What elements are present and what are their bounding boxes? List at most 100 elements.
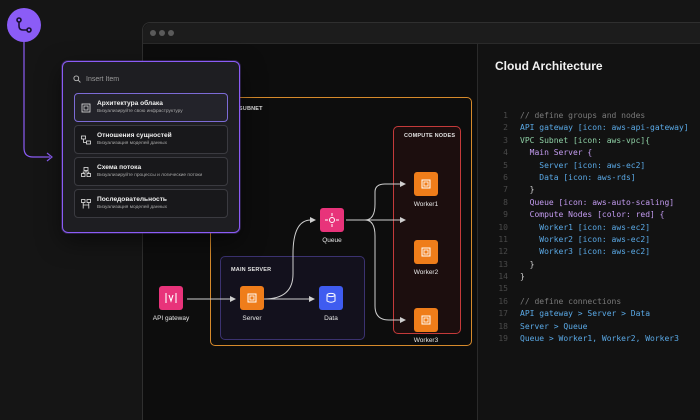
- code-token: Worker2 [icon: aws-ec2]: [520, 234, 651, 244]
- code-line[interactable]: 2 API gateway [icon: aws-api-gateway]: [488, 122, 689, 134]
- menu-item-subtitle: Визуализация моделей данных: [97, 141, 167, 146]
- line-number: 5: [503, 160, 508, 170]
- worker2-label: Worker2: [413, 269, 439, 276]
- main-server-label: MAIN SERVER: [231, 267, 272, 273]
- panel-divider[interactable]: [477, 44, 478, 420]
- line-number: 2: [503, 123, 508, 133]
- server-label: Server: [242, 315, 262, 322]
- menu-item-subtitle: Визуализация моделей данных: [97, 205, 167, 210]
- line-number: 15: [498, 284, 508, 294]
- line-number: 1: [503, 111, 508, 120]
- code-token: VPC Subnet [icon: aws-vpc]{: [520, 135, 651, 145]
- code-token: }: [520, 185, 535, 195]
- code-line[interactable]: 8 Queue [icon: aws-auto-scaling]: [488, 197, 689, 209]
- api-gateway-label: API gateway: [152, 315, 190, 322]
- worker2-icon[interactable]: [414, 240, 438, 264]
- api-gateway-icon[interactable]: [159, 286, 183, 310]
- code-line[interactable]: 4 Main Server {: [488, 147, 689, 159]
- worker3-label: Worker3: [413, 337, 439, 344]
- queue-label: Queue: [322, 237, 342, 244]
- code-panel-title: Cloud Architecture: [495, 59, 603, 73]
- code-token: Worker3 [icon: aws-ec2]: [520, 247, 651, 257]
- queue-icon[interactable]: [320, 208, 344, 232]
- line-number: 17: [498, 309, 508, 319]
- search-icon: [73, 75, 81, 83]
- sequence-icon: [75, 198, 97, 209]
- line-number: 14: [498, 272, 508, 282]
- window-control-dot[interactable]: [168, 30, 174, 36]
- code-token: Server > Queue: [520, 321, 588, 331]
- line-number: 7: [503, 185, 508, 195]
- worker1-label: Worker1: [413, 201, 439, 208]
- code-token: Queue > Worker1, Worker2, Worker3: [520, 334, 679, 344]
- code-line[interactable]: 14}: [488, 271, 689, 283]
- line-number: 11: [498, 234, 508, 244]
- menu-item-title: Последовательность: [97, 196, 167, 203]
- code-line[interactable]: 13 }: [488, 259, 689, 271]
- menu-item-cloud-architecture[interactable]: Архитектура облака Визуализируйте свою и…: [74, 93, 228, 122]
- line-number: 13: [498, 259, 508, 269]
- code-line[interactable]: 5 Server [icon: aws-ec2]: [488, 160, 689, 172]
- code-line[interactable]: 11 Worker2 [icon: aws-ec2]: [488, 234, 689, 246]
- line-number: 9: [503, 210, 508, 220]
- code-token: Server [icon: aws-ec2]: [520, 160, 646, 170]
- code-token: }: [520, 259, 535, 269]
- code-token: // define groups and nodes: [520, 111, 646, 120]
- code-line[interactable]: 7 }: [488, 184, 689, 196]
- code-line[interactable]: 19 Queue > Worker1, Worker2, Worker3: [488, 333, 689, 345]
- insert-item-palette: Архитектура облака Визуализируйте свою и…: [62, 61, 240, 233]
- code-line[interactable]: 10 Worker1 [icon: aws-ec2]: [488, 222, 689, 234]
- vpc-subnet-label: C SUBNET: [233, 106, 263, 112]
- code-token: // define connections: [520, 296, 622, 306]
- line-number: 10: [498, 222, 508, 232]
- menu-item-subtitle: Визуализируйте свою инфраструктуру: [97, 109, 183, 114]
- code-line[interactable]: 1 // define groups and nodes: [488, 110, 689, 122]
- worker3-icon[interactable]: [414, 308, 438, 332]
- code-token: API gateway [icon: aws-api-gateway]: [520, 123, 689, 133]
- server-ec2-icon[interactable]: [240, 286, 264, 310]
- line-number: 8: [503, 197, 508, 207]
- app-window: C SUBNET MAIN SERVER COMPUTE NODES: [142, 22, 700, 420]
- search-input[interactable]: [86, 75, 206, 83]
- code-line[interactable]: 18 Server > Queue: [488, 321, 689, 333]
- code-line[interactable]: 15: [488, 283, 689, 295]
- code-line[interactable]: 6 Data [icon: aws-rds]: [488, 172, 689, 184]
- flowchart-icon: [75, 166, 97, 177]
- line-number: 4: [503, 148, 508, 158]
- menu-item-entity-relationship[interactable]: Отношения сущностей Визуализация моделей…: [74, 125, 228, 154]
- menu-item-sequence[interactable]: Последовательность Визуализация моделей …: [74, 189, 228, 218]
- code-line[interactable]: 9 Compute Nodes [color: red] {: [488, 209, 689, 221]
- search-row: [73, 72, 229, 86]
- menu-item-title: Отношения сущностей: [97, 132, 172, 139]
- connector-arrow: [23, 42, 53, 162]
- code-token: Data [icon: aws-rds]: [520, 172, 636, 182]
- menu-item-title: Схема потока: [97, 164, 142, 171]
- code-token: Queue [icon: aws-auto-scaling]: [520, 197, 675, 207]
- data-label: Data: [324, 315, 338, 322]
- window-control-dot[interactable]: [150, 30, 156, 36]
- window-control-dot[interactable]: [159, 30, 165, 36]
- line-number: 6: [503, 172, 508, 182]
- worker1-icon[interactable]: [414, 172, 438, 196]
- code-token: API gateway > Server > Data: [520, 309, 651, 319]
- workflow-badge[interactable]: [7, 8, 41, 42]
- menu-item-title: Архитектура облака: [97, 100, 163, 107]
- line-number: 18: [498, 321, 508, 331]
- code-token: Main Server {: [520, 148, 593, 158]
- code-line[interactable]: 16// define connections: [488, 296, 689, 308]
- line-number: 19: [498, 334, 508, 344]
- menu-item-flowchart[interactable]: Схема потока Визуализируйте процессы и л…: [74, 157, 228, 186]
- code-line[interactable]: 12 Worker3 [icon: aws-ec2]: [488, 246, 689, 258]
- code-token: }: [520, 272, 525, 282]
- code-editor-panel[interactable]: Cloud Architecture 1 // define groups and…: [478, 44, 700, 420]
- workflow-icon: [16, 17, 32, 33]
- compute-nodes-label: COMPUTE NODES: [404, 133, 456, 139]
- architecture-icon: [75, 103, 97, 113]
- code-token: Worker1 [icon: aws-ec2]: [520, 222, 651, 232]
- data-rds-icon[interactable]: [319, 286, 343, 310]
- title-bar: [143, 23, 700, 44]
- code-line[interactable]: 17 API gateway > Server > Data: [488, 308, 689, 320]
- compute-nodes-group[interactable]: [393, 126, 461, 334]
